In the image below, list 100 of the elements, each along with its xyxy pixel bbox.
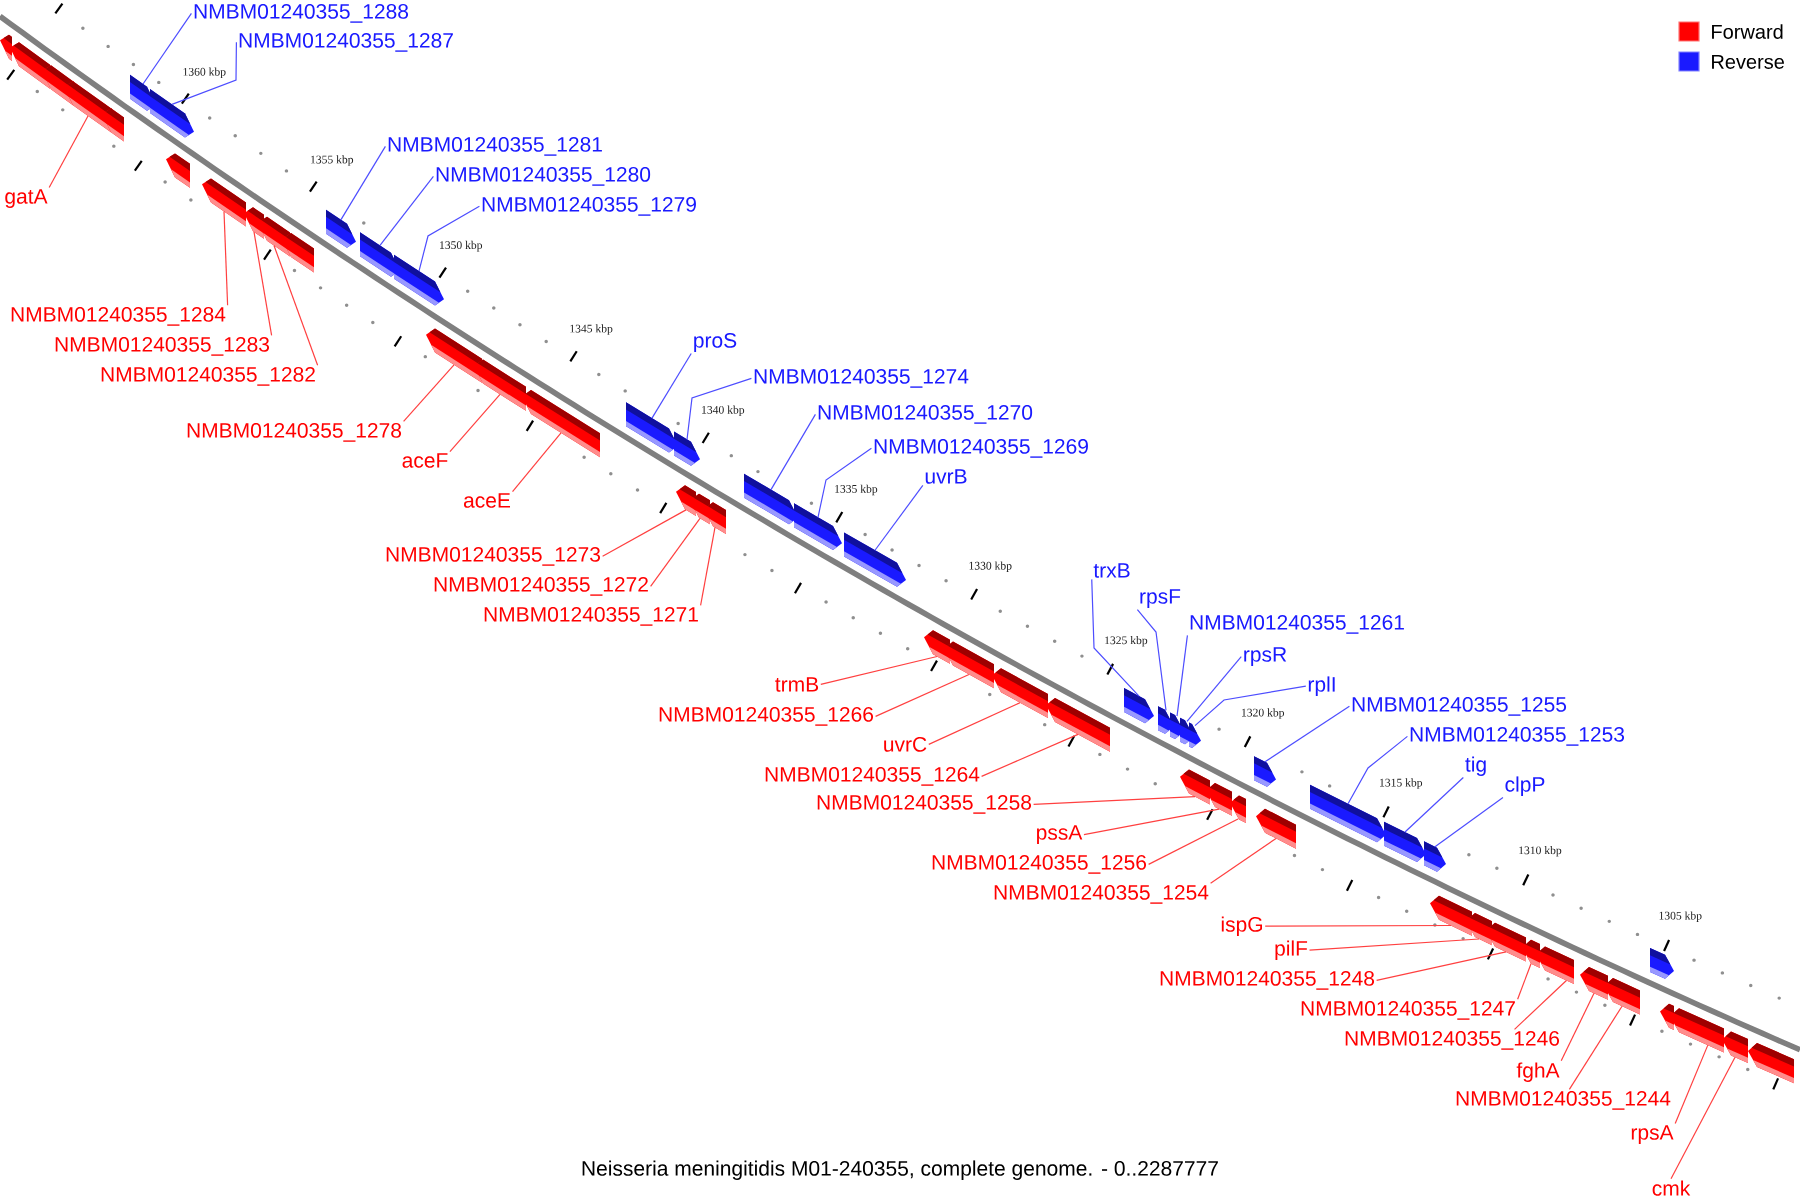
leader-line	[1513, 979, 1567, 1030]
gene-label: NMBM01240355_1255	[1352, 696, 1567, 716]
gene-block	[992, 668, 1048, 719]
gene-label: NMBM01240355_1287	[239, 32, 453, 52]
gene-block	[744, 473, 798, 525]
gene-block	[326, 209, 356, 248]
leader-line	[1670, 1056, 1736, 1180]
gene-label: rpsF	[1140, 589, 1181, 608]
gene-block	[1466, 913, 1492, 946]
gene-label: uvrC	[884, 736, 927, 752]
leader-line	[1517, 963, 1532, 1000]
leader-line	[1264, 705, 1350, 763]
gene-label: clpP	[1505, 776, 1545, 796]
gene-label: NMBM01240355_1256	[932, 854, 1147, 874]
gene-label: trxB	[1093, 563, 1130, 578]
gene-label: aceF	[402, 453, 448, 468]
gene-block	[522, 390, 600, 458]
leader-line	[1264, 924, 1452, 927]
leader-line	[651, 352, 692, 419]
gene-block	[0, 34, 12, 62]
gene-label: NMBM01240355_1273	[386, 546, 601, 566]
gene-block	[1580, 966, 1608, 1000]
gene-block	[1124, 688, 1154, 724]
gene-label: cmk	[1652, 1180, 1691, 1196]
leader-line	[928, 702, 1021, 745]
leader-line	[403, 364, 455, 422]
gene-label: NMBM01240355_1282	[101, 366, 315, 386]
leader-line	[142, 12, 192, 85]
gene-label: tig	[1465, 756, 1486, 776]
leader-line	[875, 673, 970, 717]
gene-label: proS	[694, 332, 737, 352]
gene-label: NMBM01240355_1254	[994, 884, 1209, 904]
gene-block	[1189, 722, 1201, 748]
gene-label: rpsR	[1244, 647, 1287, 666]
gene-block	[426, 328, 482, 383]
gene-block	[1604, 978, 1640, 1015]
caption: Neisseria meningitidis M01-240355, complete genome. - 0..2287777	[582, 1160, 1218, 1180]
gene-block	[1180, 769, 1210, 805]
leader-line	[48, 115, 89, 189]
gene-block	[844, 532, 906, 587]
leader-line	[817, 447, 872, 518]
leader-line	[1083, 808, 1220, 836]
gene-block	[1650, 948, 1674, 979]
gene-label: NMBM01240355_1264	[765, 766, 980, 786]
gene-block	[394, 254, 444, 306]
gene-block	[282, 233, 314, 273]
gene-block	[944, 641, 994, 689]
leader-line	[253, 231, 273, 336]
gene-label: NMBM01240355_1279	[482, 196, 696, 216]
leader-line	[1148, 818, 1239, 865]
leader-line	[1434, 796, 1504, 848]
legend-label: Reverse	[1712, 54, 1784, 69]
gene-label: gatA	[5, 189, 48, 208]
leader-line	[1347, 735, 1408, 805]
leader-line	[602, 509, 687, 557]
gene-block	[1230, 795, 1246, 824]
leader-line	[511, 432, 562, 493]
gene-label: NMBM01240355_1271	[484, 606, 698, 626]
leader-line	[1376, 951, 1507, 981]
gene-label: NMBM01240355_1283	[55, 336, 270, 356]
gene-block	[1748, 1043, 1794, 1084]
leader-line	[650, 517, 701, 587]
leader-line	[1308, 938, 1480, 951]
leader-line	[340, 145, 386, 221]
gene-label: pilF	[1275, 940, 1308, 960]
gene-block	[626, 402, 678, 453]
gene-label: rplI	[1308, 676, 1335, 696]
leader-line	[1186, 655, 1242, 722]
gene-block	[1660, 1003, 1674, 1030]
leader-line	[1404, 776, 1464, 833]
leader-line	[379, 175, 434, 247]
gene-block	[924, 630, 950, 664]
gene-label: NMBM01240355_1288	[194, 3, 409, 23]
gene-label: NMBM01240355_1274	[754, 368, 969, 388]
leader-line	[1194, 685, 1307, 727]
leader-line	[1674, 1044, 1709, 1125]
leader-line	[1136, 608, 1167, 711]
leader-line	[449, 393, 501, 453]
gene-label: NMBM01240355_1248	[1160, 970, 1375, 990]
gene-block	[1722, 1031, 1748, 1063]
gene-block	[1522, 939, 1540, 968]
gene-block	[1206, 783, 1232, 816]
leader-line	[171, 41, 237, 105]
gene-block	[1670, 1008, 1724, 1053]
legend-label: Forward	[1712, 24, 1783, 39]
gene-block	[1046, 697, 1110, 752]
gene-block	[704, 502, 726, 534]
gene-block	[166, 153, 190, 188]
gene-label: rpsA	[1631, 1125, 1674, 1144]
gene-block	[794, 503, 842, 550]
leader-line	[223, 210, 229, 306]
leader-line	[1210, 837, 1277, 884]
leader-line	[1176, 634, 1188, 717]
gene-label: fghA	[1516, 1062, 1560, 1082]
gene-label: pssA	[1037, 825, 1083, 844]
leader-line	[1033, 796, 1196, 805]
gene-label: NMBM01240355_1278	[187, 422, 402, 442]
gene-label: NMBM01240355_1253	[1410, 726, 1625, 746]
gene-block	[1254, 756, 1276, 787]
gene-block	[202, 178, 246, 227]
